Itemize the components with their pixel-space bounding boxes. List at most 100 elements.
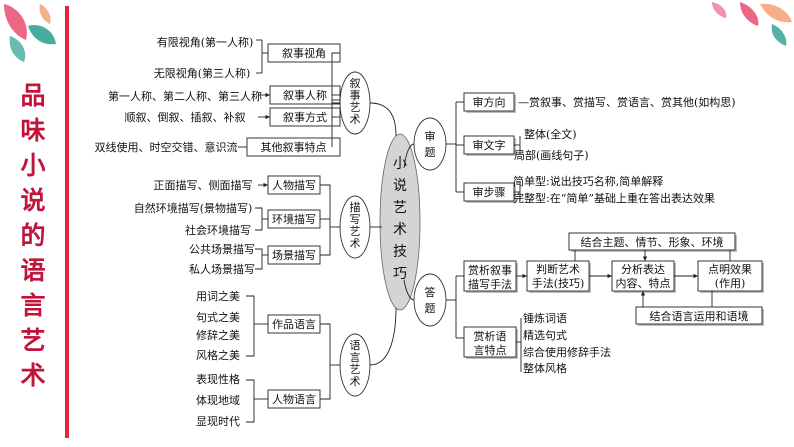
language-leaf: 显现时代 xyxy=(196,415,240,428)
description-bracket xyxy=(320,184,331,256)
description-leaf: 公共场景描写 xyxy=(189,242,255,256)
connector-line xyxy=(369,102,397,137)
lang-analysis-item: 综合使用修辞手法 xyxy=(523,345,611,359)
arrow-head-icon xyxy=(642,256,648,261)
arrow-head-icon xyxy=(265,92,270,98)
narrative-leaf: 有限视角(第一人称) xyxy=(157,35,254,49)
language-group-label: 作品语言 xyxy=(272,318,316,331)
language-oval-label: 言 xyxy=(350,351,361,364)
narrative-bracket xyxy=(331,52,340,147)
narrative-oval-label: 艺 xyxy=(350,101,361,114)
description-leaf-bracket xyxy=(255,248,263,270)
lang-analysis-box xyxy=(463,326,517,358)
arrow-head-icon xyxy=(265,114,270,120)
flow-step-label: 点明效果 xyxy=(708,262,752,276)
flow-step-label: 判断艺术 xyxy=(536,262,580,276)
narrative-group-label: 叙事视角 xyxy=(282,46,326,60)
description-oval-label: 写 xyxy=(350,213,361,226)
description-oval-label: 术 xyxy=(350,237,361,250)
narrative-group-label: 其他叙事特点 xyxy=(261,140,327,154)
answer-oval-label: 题 xyxy=(425,302,436,315)
center-label: 术 xyxy=(393,222,407,238)
description-group-label: 环境描写 xyxy=(272,212,316,226)
center-label: 艺 xyxy=(393,200,407,216)
lang-analysis-item: 锤炼词语 xyxy=(523,311,567,325)
flow-top-box xyxy=(568,232,736,251)
language-oval-label: 语 xyxy=(350,339,361,352)
flow-step-label: 内容、特点 xyxy=(616,276,671,290)
review-row-label: 审方向 xyxy=(473,95,506,109)
language-leaf: 句式之美 xyxy=(196,310,240,324)
side-title-char: 味 xyxy=(20,116,46,145)
narrative-oval-label: 叙 xyxy=(350,76,361,90)
narrative-group-label: 叙事人称 xyxy=(283,88,327,102)
language-leaf: 用词之美 xyxy=(196,289,240,303)
arrow-head-icon xyxy=(640,291,646,296)
language-leaf: 表现性格 xyxy=(196,372,240,386)
flow-step-label: 分析表达 xyxy=(621,262,665,276)
language-leaf-bracket xyxy=(246,379,255,423)
description-group-label: 场景描写 xyxy=(272,248,316,262)
review-detail: —赏叙事、赏描写、赏语言、赏其他(如构思) xyxy=(518,95,736,109)
center-node xyxy=(379,133,421,311)
leaf-decoration-left xyxy=(4,4,56,62)
narrative-leaf: 双线使用、时空交错、意识流 xyxy=(95,140,238,154)
narrative-oval-label: 事 xyxy=(350,89,361,102)
side-title-char: 言 xyxy=(20,291,46,320)
language-leaf: 风格之美 xyxy=(196,348,240,362)
center-label: 说 xyxy=(393,178,407,194)
description-leaf-bracket xyxy=(255,207,263,231)
arrow-head-icon xyxy=(522,273,527,279)
description-group-label: 人物描写 xyxy=(272,178,316,192)
arrow-head-icon xyxy=(263,182,268,188)
narrative-leaf: 顺叙、倒叙、插叙、补叙 xyxy=(125,110,246,124)
language-group-label: 人物语言 xyxy=(272,392,316,406)
language-oval-label: 术 xyxy=(350,375,361,388)
side-title: 品味小说的语言艺术 xyxy=(18,78,48,393)
description-leaf: 正面描写、侧面描写 xyxy=(154,178,253,192)
side-title-char: 的 xyxy=(20,221,46,250)
lang-analysis-item: 精选句式 xyxy=(523,329,567,342)
arrow-head-icon xyxy=(607,273,612,279)
narrative-leaf: 无限视角(第三人称) xyxy=(154,66,251,80)
flow-start-label: 描写手法 xyxy=(468,277,512,291)
narrative-group-label: 叙事方式 xyxy=(283,110,327,124)
lang-analysis-item: 整体风格 xyxy=(523,361,567,375)
answer-oval xyxy=(413,273,447,327)
review-detail: 简单型:说出技巧名称,简单解释 xyxy=(513,174,663,188)
flow-step-label: 手法(技巧) xyxy=(532,276,585,290)
language-leaf: 体现地域 xyxy=(196,393,240,407)
description-oval-label: 描 xyxy=(350,200,361,214)
center-label: 小 xyxy=(393,156,407,172)
connector-line xyxy=(403,143,415,169)
flow-bottom-box xyxy=(635,306,763,325)
narrative-oval-label: 术 xyxy=(350,113,361,126)
review-oval-label: 审 xyxy=(425,129,436,143)
red-divider xyxy=(65,6,69,438)
flow-step-box xyxy=(526,260,590,292)
description-oval-label: 艺 xyxy=(350,225,361,238)
review-row-label: 审文字 xyxy=(473,138,506,152)
side-title-char: 说 xyxy=(20,186,46,215)
lang-analysis-label: 赏析语 xyxy=(474,329,507,343)
flow-step-label: (作用) xyxy=(715,277,746,290)
connector-line xyxy=(369,307,397,366)
leaf-decoration-right xyxy=(712,2,792,46)
center-label: 巧 xyxy=(393,266,407,282)
description-leaf: 社会环境描写 xyxy=(185,223,251,237)
flow-bottom-label: 结合语言运用和语境 xyxy=(650,309,749,323)
flow-top-label: 结合主题、情节、形象、环境 xyxy=(581,235,724,249)
flow-start-label: 赏析叙事 xyxy=(468,263,512,277)
side-title-char: 品 xyxy=(20,81,46,110)
review-row-label: 审步骤 xyxy=(473,185,506,199)
flow-step-box xyxy=(697,260,763,292)
review-oval-label: 题 xyxy=(425,146,436,159)
side-title-char: 语 xyxy=(20,256,46,285)
language-leaf: 修辞之美 xyxy=(196,328,240,342)
review-detail: 整体(全文) xyxy=(524,127,577,141)
side-title-char: 术 xyxy=(20,361,46,390)
side-title-char: 艺 xyxy=(20,326,46,355)
language-leaf-bracket xyxy=(246,295,255,357)
arrow-head-icon xyxy=(693,273,698,279)
side-title-char: 小 xyxy=(20,151,46,180)
